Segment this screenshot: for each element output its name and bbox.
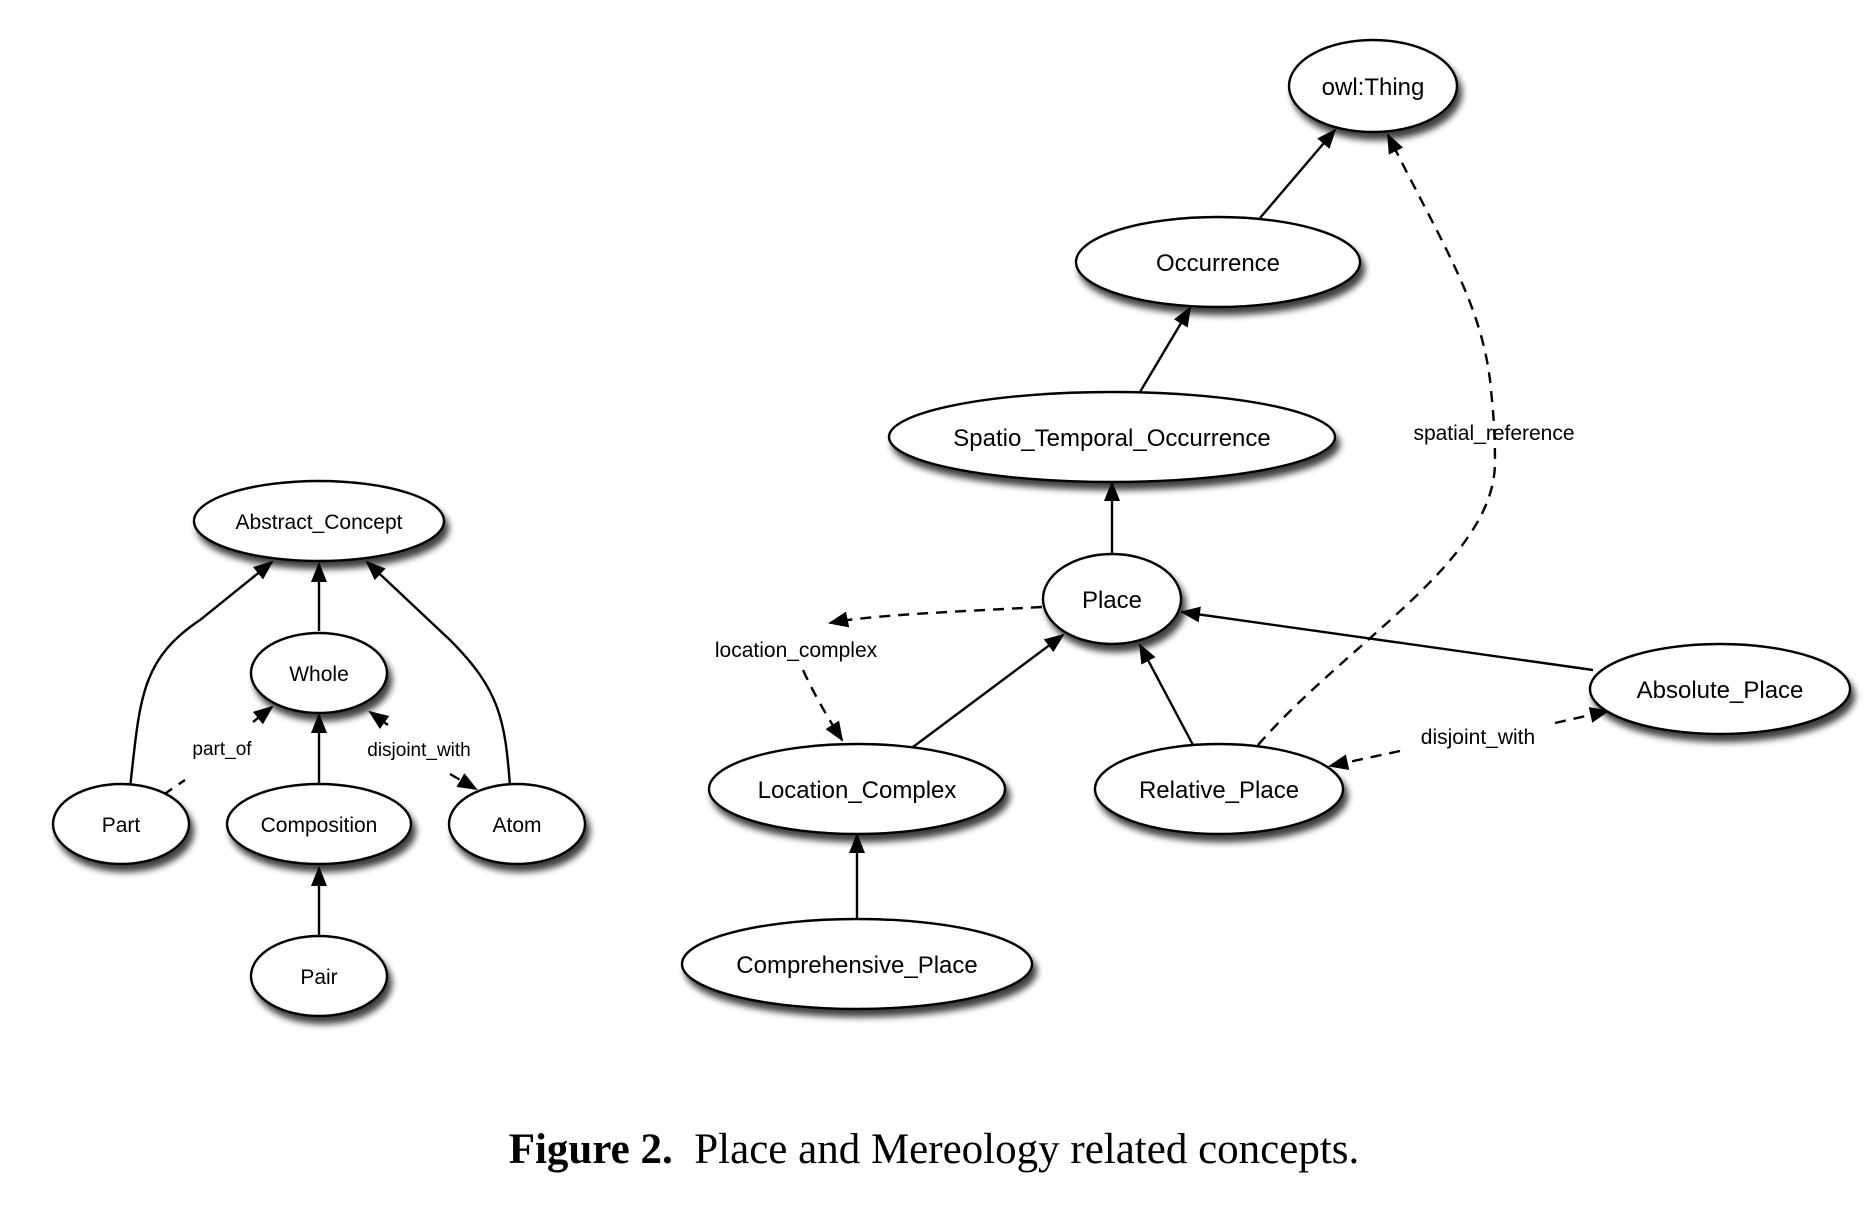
node-spatio-temporal-occurrence-label: Spatio_Temporal_Occurrence — [953, 425, 1271, 452]
edges — [128, 128, 1610, 936]
nodes: owl:Thing Occurrence Spatio_Temporal_Occ… — [51, 38, 1852, 1018]
edge-disjoint-with-right-2 — [1554, 707, 1610, 725]
edge-absolute-place-to-place — [1180, 606, 1594, 672]
figure-caption-text: Place and Mereology related concepts. — [694, 1126, 1360, 1173]
edge-location-complex-dashed — [828, 605, 1043, 628]
node-occurrence-label: Occurrence — [1156, 250, 1280, 277]
figure-caption: Figure 2. Place and Mereology related co… — [0, 1125, 1868, 1174]
node-atom: Atom — [447, 782, 587, 866]
edge-label-part-of: part_of — [192, 739, 252, 760]
edge-label-disjoint-with-left: disjoint_with — [367, 740, 471, 761]
node-comprehensive-place-label: Comprehensive_Place — [736, 952, 977, 979]
node-owl-thing: owl:Thing — [1287, 38, 1459, 134]
node-part: Part — [51, 782, 191, 866]
node-absolute-place-label: Absolute_Place — [1637, 677, 1804, 704]
node-place-label: Place — [1082, 587, 1142, 614]
edge-location-complex-dashed-2 — [801, 669, 844, 742]
edge-labels: spatial_reference location_complex disjo… — [192, 422, 1574, 761]
node-composition-label: Composition — [261, 814, 378, 837]
edge-spatial-reference — [1257, 133, 1497, 746]
edge-relative-place-to-place — [1138, 643, 1195, 746]
node-absolute-place: Absolute_Place — [1588, 642, 1852, 736]
edge-part-of — [162, 779, 186, 796]
node-composition: Composition — [225, 782, 413, 866]
edge-spatio-temporal-to-occurrence — [1138, 306, 1192, 393]
edge-disjoint-with-right — [1328, 749, 1401, 771]
node-whole-label: Whole — [289, 663, 349, 686]
node-abstract-concept: Abstract_Concept — [192, 479, 446, 563]
node-relative-place: Relative_Place — [1093, 742, 1345, 836]
node-atom-label: Atom — [492, 814, 541, 837]
node-comprehensive-place: Comprehensive_Place — [680, 917, 1034, 1011]
node-relative-place-label: Relative_Place — [1139, 777, 1299, 804]
edge-occurrence-to-owl-thing — [1259, 128, 1337, 219]
node-occurrence: Occurrence — [1074, 215, 1362, 309]
node-location-complex: Location_Complex — [707, 742, 1007, 836]
edge-location-complex-to-place — [912, 633, 1065, 748]
figure-number: Figure 2. — [508, 1126, 673, 1173]
edge-label-spatial-reference: spatial_reference — [1413, 422, 1574, 445]
edge-label-location-complex: location_complex — [715, 639, 878, 662]
node-pair: Pair — [249, 934, 389, 1018]
edge-label-disjoint-with-right: disjoint_with — [1421, 726, 1535, 749]
edge-disjoint-with-left — [368, 710, 390, 730]
node-abstract-concept-label: Abstract_Concept — [236, 511, 403, 534]
node-whole: Whole — [249, 631, 389, 715]
node-owl-thing-label: owl:Thing — [1322, 74, 1425, 101]
edge-part-of-2 — [252, 705, 274, 725]
edge-disjoint-with-left-2 — [449, 772, 478, 791]
node-pair-label: Pair — [300, 966, 337, 989]
node-spatio-temporal-occurrence: Spatio_Temporal_Occurrence — [887, 390, 1337, 484]
node-place: Place — [1041, 552, 1183, 646]
edge-atom-to-abstract-concept — [365, 560, 512, 787]
node-part-label: Part — [102, 814, 141, 837]
edge-part-to-abstract-concept — [128, 560, 274, 789]
node-location-complex-label: Location_Complex — [758, 777, 957, 804]
